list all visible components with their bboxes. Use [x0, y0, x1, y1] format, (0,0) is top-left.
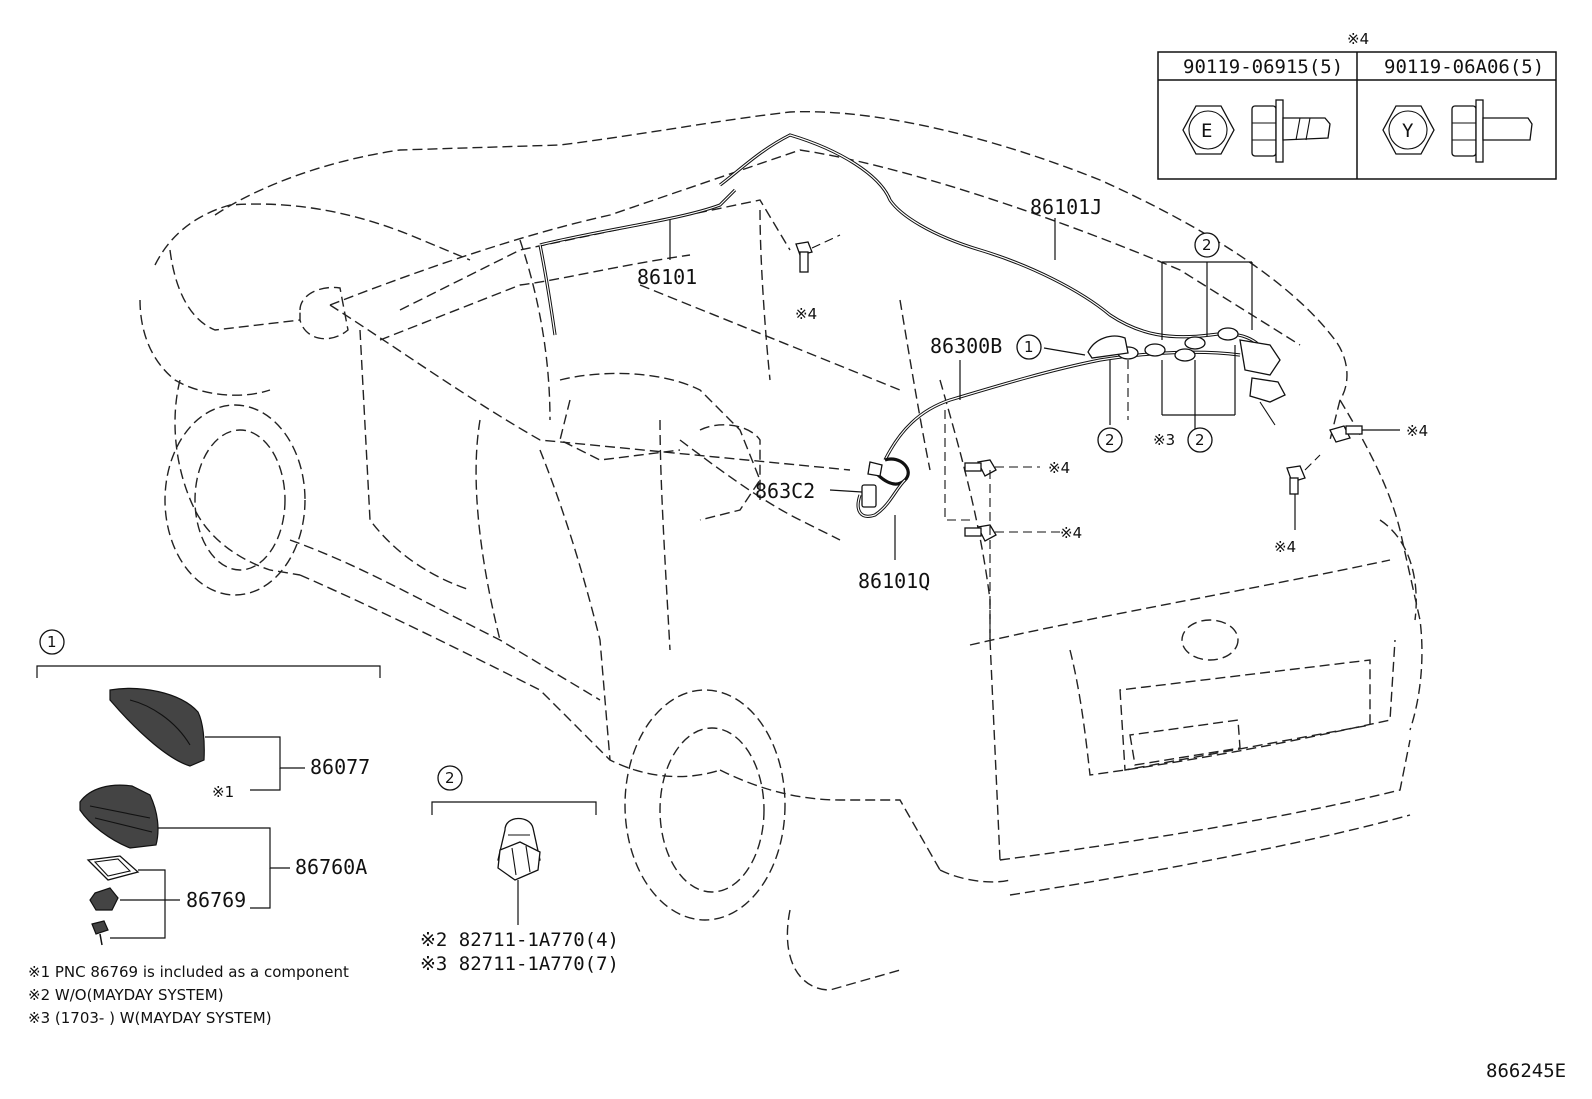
fastener-table-mark: ※4 — [1347, 30, 1369, 48]
fastener-part-no: 90119-06915(5) — [1183, 56, 1343, 78]
bolt-icon — [964, 524, 997, 542]
callout-1: 1 — [1016, 334, 1042, 360]
footnote: ※2 W/O(MAYDAY SYSTEM) — [28, 986, 224, 1004]
callout-2: 2 — [1194, 232, 1220, 258]
clip-part-line2: ※3 82711-1A770(7) — [420, 953, 619, 975]
detail-2-number: 2 — [445, 769, 455, 787]
bolt-icon — [1329, 425, 1363, 443]
diagram-id: 866245E — [1486, 1060, 1566, 1082]
part-labels: 86101J 86101 86300B 863C2 86101Q — [637, 195, 1102, 593]
svg-text:2: 2 — [1195, 431, 1205, 449]
svg-text:1: 1 — [1024, 338, 1034, 356]
callout-x4: ※4 — [1060, 524, 1082, 542]
callout-2: 2 — [1187, 427, 1213, 453]
fastener-part-no: 90119-06A06(5) — [1384, 56, 1544, 78]
detail-1-number: 1 — [47, 633, 57, 651]
rear-connector-assembly — [1087, 327, 1286, 426]
connector-863C2-part — [861, 461, 883, 508]
part-label-86760A: 86760A — [295, 855, 367, 879]
nut-icon — [89, 887, 119, 911]
footnotes: ※1 PNC 86769 is included as a component … — [28, 963, 349, 1027]
part-label-86101: 86101 — [637, 265, 697, 289]
detail-1-antenna-assembly: 1 ※1 86077 86760A 86769 — [36, 629, 381, 946]
screw-icon — [91, 920, 109, 946]
svg-text:E: E — [1201, 120, 1212, 142]
bolt-icon — [964, 459, 997, 477]
fastener-table: ※4 90119-06915(5) 90119-06A06(5) E Y — [1157, 30, 1557, 180]
gasket-icon — [86, 855, 140, 881]
clip-icon — [497, 817, 541, 881]
detail-2-clip: 2 ※2 82711-1A770(4) ※3 82711-1A770(7) — [420, 765, 619, 975]
bolt-y-icon: Y — [1382, 99, 1533, 163]
clip-part-line1: ※2 82711-1A770(4) — [420, 929, 619, 951]
leader-lines — [669, 218, 1400, 640]
svg-text:2: 2 — [1202, 236, 1212, 254]
part-label-86101J: 86101J — [1030, 195, 1102, 219]
part-label-86077: 86077 — [310, 755, 370, 779]
vehicle-callouts: 1 2 2 2 ※3 ※4 ※4 ※4 ※4 ※4 — [795, 232, 1428, 556]
bolt-icon — [1286, 465, 1306, 495]
footnote: ※3 (1703- ) W(MAYDAY SYSTEM) — [28, 1009, 272, 1027]
callout-x4: ※4 — [1048, 459, 1070, 477]
bolt-e-icon: E — [1182, 99, 1331, 163]
callout-x4: ※4 — [795, 305, 817, 323]
svg-text:Y: Y — [1402, 120, 1414, 142]
callout-x4: ※4 — [1406, 422, 1428, 440]
part-label-86101Q: 86101Q — [858, 569, 930, 593]
antenna-cables — [538, 133, 1267, 518]
antenna-base-86760A — [79, 784, 159, 849]
note-x1-ref: ※1 — [212, 783, 234, 801]
vehicle-body-outline — [139, 110, 1423, 991]
callout-x3: ※3 — [1153, 431, 1175, 449]
bolt-icons — [795, 241, 1363, 542]
antenna-cover-86077 — [109, 687, 205, 767]
part-label-86300B: 86300B — [930, 334, 1002, 358]
svg-text:2: 2 — [1105, 431, 1115, 449]
footnote: ※1 PNC 86769 is included as a component — [28, 963, 349, 981]
part-label-86769: 86769 — [186, 888, 246, 912]
part-label-863C2: 863C2 — [755, 479, 815, 503]
callout-2: 2 — [1097, 427, 1123, 453]
bolt-icon — [795, 241, 813, 273]
callout-x4: ※4 — [1274, 538, 1296, 556]
